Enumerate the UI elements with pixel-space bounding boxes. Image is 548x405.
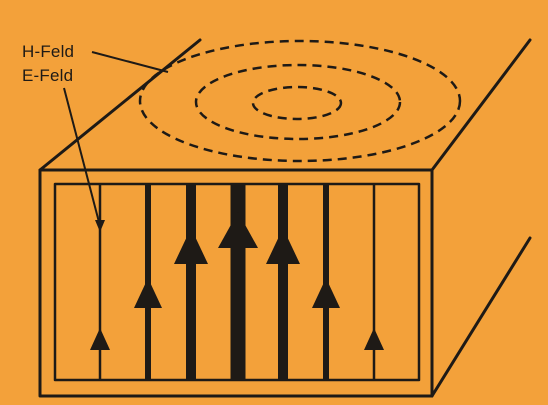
e-field-arrowhead [364,328,384,350]
e-field-arrowhead [174,228,208,264]
h-field-loops [138,39,462,163]
e-field-leader [63,87,101,227]
e-field-lines [90,184,384,380]
e-field-label: E-Feld [22,66,74,85]
h-field-loop-inner [251,85,343,121]
e-field-arrowhead [134,278,162,308]
h-field-leader [91,51,169,73]
e-field-arrowhead [90,328,110,350]
e-field-arrowhead [312,278,340,308]
top-back-edge-right [430,38,532,172]
h-field-loop-middle [194,63,402,141]
leader-lines [63,51,169,227]
e-field-arrowhead [266,228,300,264]
e-field-arrowhead [218,212,258,248]
h-field-label: H-Feld [22,42,75,61]
top-left-edge [38,38,202,172]
front-face-outer [38,168,434,398]
h-field-loop-outer [138,39,462,163]
right-bottom-edge [430,236,532,398]
